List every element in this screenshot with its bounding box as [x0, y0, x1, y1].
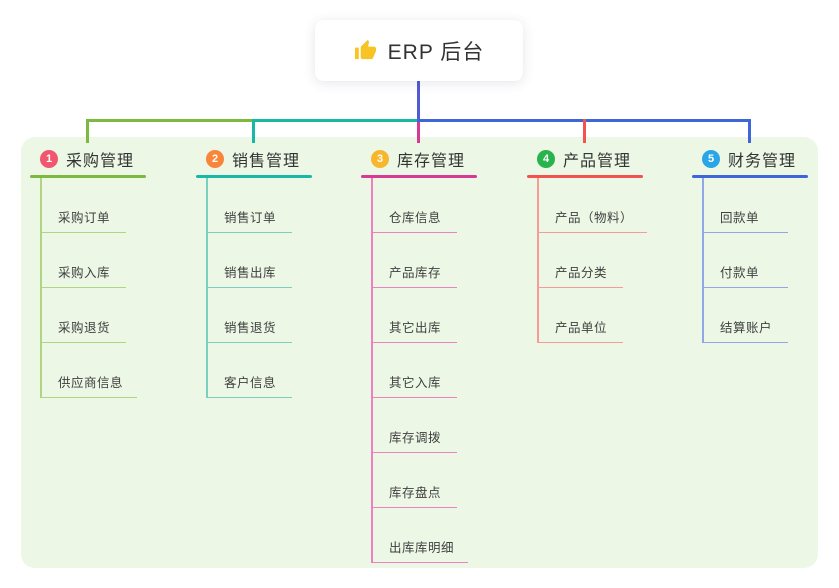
root-trunk-line: [417, 81, 420, 122]
branch-inventory: 3 库存管理 仓库信息 产品库存 其它出库 其它入库 库存调拨 库存盘点 出库库…: [361, 145, 521, 563]
branch-node[interactable]: 2 销售管理: [196, 145, 356, 173]
child-node[interactable]: 其它出库: [371, 288, 457, 343]
branch-label: 库存管理: [397, 153, 466, 170]
child-node[interactable]: 采购退货: [40, 288, 126, 343]
child-node[interactable]: 产品库存: [371, 233, 457, 288]
branch-drop-line: [85, 119, 89, 143]
branch-node[interactable]: 1 采购管理: [30, 145, 190, 173]
branch-spine-line: [537, 178, 539, 343]
branch-drop-line: [747, 119, 751, 143]
child-node[interactable]: 回款单: [702, 178, 788, 233]
branch-drop-line: [582, 119, 586, 143]
branch-spine-line: [40, 178, 42, 398]
branch-underline: [361, 175, 477, 178]
child-node[interactable]: 客户信息: [206, 343, 292, 398]
child-node[interactable]: 销售订单: [206, 178, 292, 233]
number-badge: 4: [537, 150, 555, 168]
children-group: 仓库信息 产品库存 其它出库 其它入库 库存调拨 库存盘点 出库库明细: [371, 178, 521, 563]
children-group: 产品（物料） 产品分类 产品单位: [537, 178, 687, 343]
number-badge: 3: [371, 150, 389, 168]
branch-node[interactable]: 5 财务管理: [692, 145, 839, 173]
child-node[interactable]: 产品单位: [537, 288, 623, 343]
branch-sales: 2 销售管理 销售订单 销售出库 销售退货 客户信息: [196, 145, 356, 398]
branch-drop-line: [251, 119, 255, 143]
branch-node[interactable]: 3 库存管理: [361, 145, 521, 173]
branch-label: 产品管理: [563, 153, 632, 170]
branch-node[interactable]: 4 产品管理: [527, 145, 687, 173]
child-node[interactable]: 其它入库: [371, 343, 457, 398]
branch-spine-line: [371, 178, 373, 563]
number-badge: 1: [40, 150, 58, 168]
children-group: 销售订单 销售出库 销售退货 客户信息: [206, 178, 356, 398]
child-node[interactable]: 仓库信息: [371, 178, 457, 233]
child-node[interactable]: 销售出库: [206, 233, 292, 288]
number-badge: 5: [702, 150, 720, 168]
child-node[interactable]: 采购订单: [40, 178, 126, 233]
branch-finance: 5 财务管理 回款单 付款单 结算账户: [692, 145, 839, 343]
branch-label: 采购管理: [66, 153, 135, 170]
child-node[interactable]: 结算账户: [702, 288, 788, 343]
branch-drop-line: [416, 122, 420, 143]
number-badge: 2: [206, 150, 224, 168]
bus-line-segment: [87, 119, 253, 122]
branch-spine-line: [206, 178, 208, 398]
child-node[interactable]: 库存调拨: [371, 398, 457, 453]
child-node[interactable]: 供应商信息: [40, 343, 138, 398]
child-node[interactable]: 产品（物料）: [537, 178, 648, 233]
child-node[interactable]: 付款单: [702, 233, 788, 288]
branch-underline: [30, 175, 146, 178]
branch-label: 销售管理: [232, 153, 301, 170]
child-node[interactable]: 库存盘点: [371, 453, 457, 508]
branch-product: 4 产品管理 产品（物料） 产品分类 产品单位: [527, 145, 687, 343]
branch-label: 财务管理: [728, 153, 797, 170]
children-group: 采购订单 采购入库 采购退货 供应商信息: [40, 178, 190, 398]
child-node[interactable]: 采购入库: [40, 233, 126, 288]
child-node[interactable]: 产品分类: [537, 233, 623, 288]
child-node[interactable]: 出库库明细: [371, 508, 469, 563]
child-node[interactable]: 销售退货: [206, 288, 292, 343]
root-node[interactable]: ERP 后台: [315, 20, 523, 81]
bus-line-segment: [253, 119, 417, 122]
branch-spine-line: [702, 178, 704, 343]
branch-procurement: 1 采购管理 采购订单 采购入库 采购退货 供应商信息: [30, 145, 190, 398]
root-title: ERP 后台: [387, 40, 485, 64]
thumbs-up-icon: [354, 39, 376, 60]
children-group: 回款单 付款单 结算账户: [702, 178, 839, 343]
branch-underline: [196, 175, 312, 178]
branch-underline: [527, 175, 643, 178]
branch-underline: [692, 175, 808, 178]
branches-panel: [21, 137, 818, 568]
